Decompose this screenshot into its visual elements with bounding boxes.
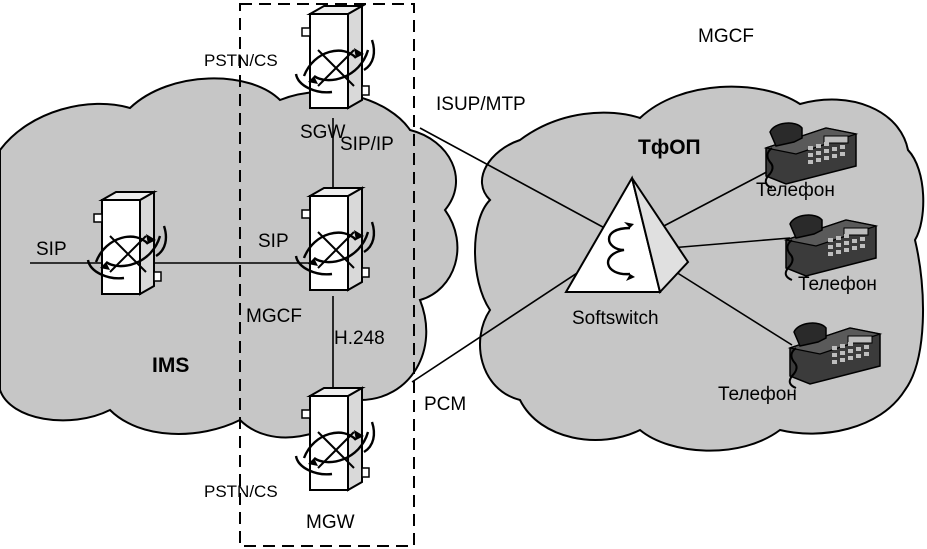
top-mgcf-label: MGCF	[698, 26, 754, 47]
sip-mgcf-label: SIP	[258, 231, 289, 252]
mgw-label: MGW	[306, 512, 355, 533]
sip-left-label: SIP	[36, 239, 67, 260]
isup-mtp-label: ISUP/MTP	[436, 94, 526, 115]
phone-2-label: Телефон	[798, 274, 877, 295]
pstn-cs-top-label: PSTN/CS	[204, 51, 278, 70]
pcm-label: PCM	[424, 394, 466, 415]
link-phone-2	[669, 237, 791, 249]
link-phone-3	[659, 261, 793, 346]
h248-label: H.248	[334, 328, 385, 349]
pstn-cs-bottom-label: PSTN/CS	[204, 482, 278, 501]
ims-cloud	[0, 77, 459, 439]
sip-ip-label: SIP/IP	[340, 134, 394, 155]
sgw-label: SGW	[300, 122, 345, 143]
softswitch-pyramid-icon	[564, 175, 690, 295]
link-phone-1	[659, 164, 781, 229]
phone-3-label: Телефон	[718, 384, 797, 405]
ims-label: IMS	[152, 354, 189, 377]
tfop-label: ТфОП	[638, 136, 701, 159]
mgcf-boundary	[239, 3, 415, 547]
phone-1-label: Телефон	[756, 180, 835, 201]
softswitch-label: Softswitch	[572, 308, 659, 329]
mgcf-label: MGCF	[246, 306, 302, 327]
link-isup-mtp	[419, 127, 613, 233]
